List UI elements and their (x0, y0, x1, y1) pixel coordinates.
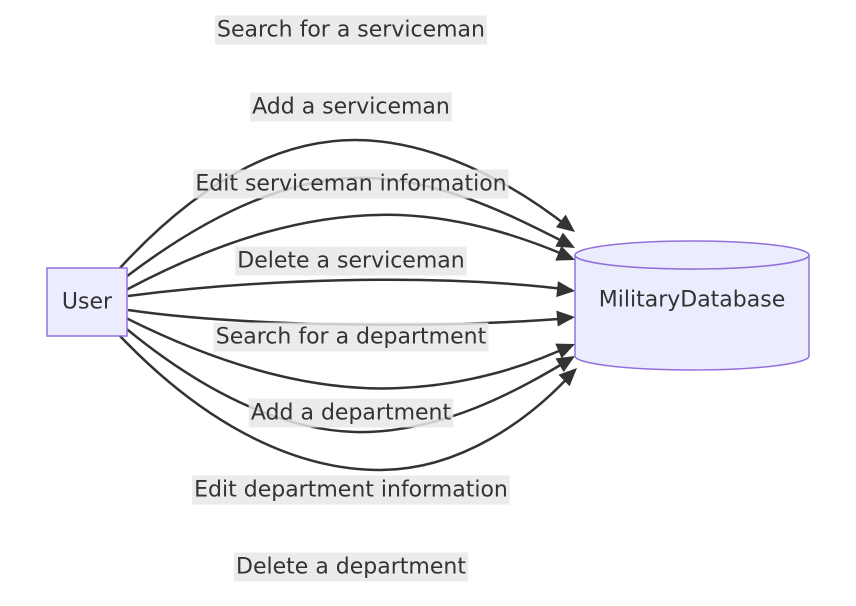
edges-layer (119, 138, 577, 472)
node-military-database-label: MilitaryDatabase (599, 288, 785, 313)
node-user-box (46, 267, 128, 337)
edge-8 (119, 335, 577, 472)
arrow-head-icon (555, 245, 575, 261)
edge-label-text: Delete a serviceman (237, 249, 464, 274)
arrow-head-icon (555, 356, 575, 373)
edge-label-7: Edit department information (192, 475, 510, 505)
edge-label-background (215, 15, 487, 45)
edge-3 (125, 213, 575, 292)
edge-label-5: Search for a department (213, 322, 489, 352)
edge-line (119, 335, 576, 472)
edge-label-text: Delete a department (236, 555, 466, 580)
edge-7 (122, 325, 575, 434)
edge-label-background (192, 475, 510, 505)
edge-label-4: Delete a serviceman (235, 246, 467, 276)
edge-line (125, 316, 573, 390)
edge-label-background (250, 92, 452, 122)
node-user[interactable]: User (46, 267, 128, 337)
node-military-database[interactable]: MilitaryDatabase (574, 240, 810, 371)
edge-label-background (193, 169, 509, 199)
arrow-head-icon (555, 232, 575, 248)
edge-line (127, 308, 573, 326)
arrow-head-icon (556, 281, 575, 298)
edge-label-text: Edit serviceman information (195, 172, 506, 197)
arrow-head-icon (556, 310, 575, 327)
edge-label-1: Search for a serviceman (215, 15, 487, 45)
edge-line (122, 325, 573, 434)
edge-label-text: Add a serviceman (252, 95, 450, 120)
edge-label-text: Edit department information (194, 478, 508, 503)
edge-label-background (213, 322, 489, 352)
arrow-head-icon (558, 368, 577, 387)
edge-label-3: Edit serviceman information (193, 169, 509, 199)
edge-4 (127, 278, 575, 298)
edge-label-background (235, 246, 467, 276)
node-user-label: User (62, 290, 113, 315)
arrow-head-icon (555, 343, 575, 359)
edge-6 (125, 316, 575, 390)
edge-label-background (233, 552, 469, 582)
edge-label-text: Search for a department (216, 325, 487, 350)
arrow-head-icon (555, 214, 575, 232)
edge-line (127, 278, 573, 298)
edge-label-6: Add a department (248, 398, 454, 428)
edge-line (125, 213, 573, 292)
node-military-database-cylinder (574, 254, 810, 371)
edge-label-text: Add a department (251, 401, 452, 426)
node-military-database-top (574, 240, 810, 270)
edge-label-text: Search for a serviceman (217, 18, 485, 43)
edge-label-background (248, 398, 454, 428)
edge-label-2: Add a serviceman (250, 92, 452, 122)
edge-label-8: Delete a department (233, 552, 469, 582)
